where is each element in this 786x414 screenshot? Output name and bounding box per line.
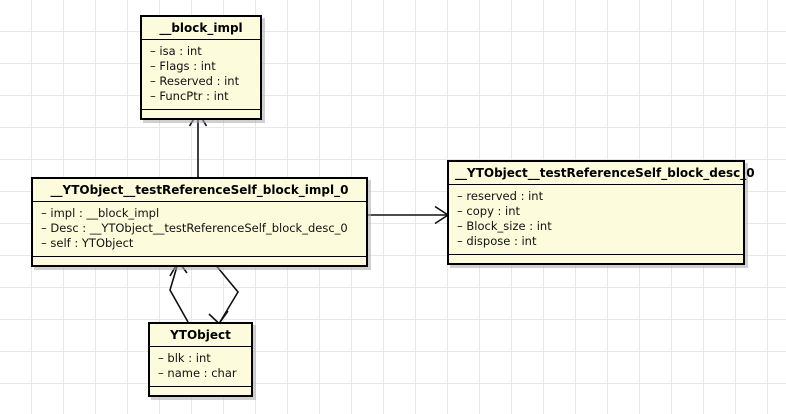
connector-impl0-to-desc0	[368, 205, 450, 225]
class-box-block-impl[interactable]: __block_impl – isa : int – Flags : int –…	[140, 15, 262, 120]
class-operations-block-impl-0	[33, 257, 366, 265]
class-title-ytobject: YTObject	[150, 324, 251, 347]
class-attribute: – Block_size : int	[457, 219, 552, 233]
class-attribute: – blk : int	[158, 351, 211, 365]
class-attribute: – reserved : int	[457, 189, 544, 203]
class-operations-block-impl	[142, 110, 260, 118]
class-box-ytobject[interactable]: YTObject – blk : int – name : char	[148, 322, 253, 397]
class-box-block-impl-0[interactable]: __YTObject__testReferenceSelf_block_impl…	[31, 177, 368, 267]
class-title-block-impl-0: __YTObject__testReferenceSelf_block_impl…	[33, 179, 366, 202]
class-attribute: – name : char	[158, 366, 237, 380]
connector-ytobject-to-impl0	[169, 260, 189, 323]
class-attribute: – FuncPtr : int	[150, 89, 229, 103]
class-attribute: – copy : int	[457, 204, 521, 218]
class-attribute: – dispose : int	[457, 234, 537, 248]
class-box-block-desc-0[interactable]: __YTObject__testReferenceSelf_block_desc…	[447, 160, 755, 265]
connector-impl0-to-ytobject	[208, 262, 239, 325]
class-attributes-block-desc-0: – reserved : int – copy : int – Block_si…	[449, 185, 743, 255]
class-attributes-block-impl-0: – impl : __block_impl – Desc : __YTObjec…	[33, 202, 366, 257]
class-attributes-ytobject: – blk : int – name : char	[150, 347, 251, 387]
class-title-block-desc-0: __YTObject__testReferenceSelf_block_desc…	[449, 162, 755, 185]
class-attribute: – impl : __block_impl	[41, 206, 160, 220]
class-title-block-impl: __block_impl	[142, 17, 260, 40]
class-attribute: – Flags : int	[150, 59, 216, 73]
connector-impl0-to-blockimpl	[188, 110, 208, 177]
class-attribute: – Reserved : int	[150, 74, 240, 88]
class-attribute: – Desc : __YTObject__testReferenceSelf_b…	[41, 221, 348, 235]
class-operations-ytobject	[150, 387, 251, 395]
class-attribute: – isa : int	[150, 44, 202, 58]
class-attribute: – self : YTObject	[41, 236, 134, 250]
class-attributes-block-impl: – isa : int – Flags : int – Reserved : i…	[142, 40, 260, 110]
class-operations-block-desc-0	[449, 255, 743, 263]
